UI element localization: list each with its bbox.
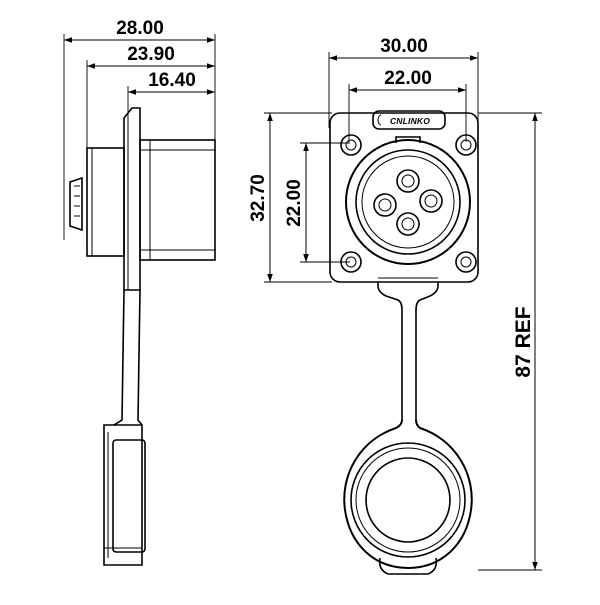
square-flange: [329, 112, 479, 283]
pin-top: [396, 169, 420, 193]
pull-tab: [378, 557, 438, 575]
mounting-hole-bottom-left: [340, 251, 362, 273]
tether-strap: [377, 282, 403, 420]
dim-label-overall-length: 87 REF: [512, 306, 535, 377]
dim-label-side-mid: 23.90: [127, 44, 175, 65]
dim-label-front-width: 30.00: [380, 36, 428, 57]
dim-label-side-body: 16.40: [148, 70, 196, 91]
dim-label-front-hole-h: 22.00: [384, 68, 432, 89]
rear-terminal: [69, 176, 83, 232]
dust-cap: [343, 419, 473, 575]
front-view: 30.00 22.00 32.70 22.00 87 REF CNLINKO: [248, 36, 542, 575]
cnlinko-logo: CNLINKO: [377, 114, 430, 126]
mounting-hole-top-left: [340, 134, 362, 156]
svg-text:CNLINKO: CNLINKO: [390, 116, 430, 126]
receptacle: [345, 136, 471, 265]
flange-plate: [123, 107, 141, 291]
mounting-hole-top-right: [455, 134, 477, 156]
pin-left: [373, 193, 397, 217]
logo-plate: [372, 110, 446, 130]
dim-label-side-overall: 28.00: [116, 18, 164, 39]
dust-cap-side: [103, 424, 143, 566]
front-body: [139, 139, 216, 261]
rear-body: [86, 147, 125, 257]
dim-label-front-height: 32.70: [248, 174, 269, 222]
pin-bottom: [396, 212, 420, 236]
pin-right: [419, 189, 443, 213]
tether-side: [113, 289, 125, 426]
side-view: 28.00 23.90 16.40: [63, 18, 216, 566]
mounting-hole-bottom-right: [455, 251, 477, 273]
dim-label-front-hole-v: 22.00: [284, 179, 305, 227]
